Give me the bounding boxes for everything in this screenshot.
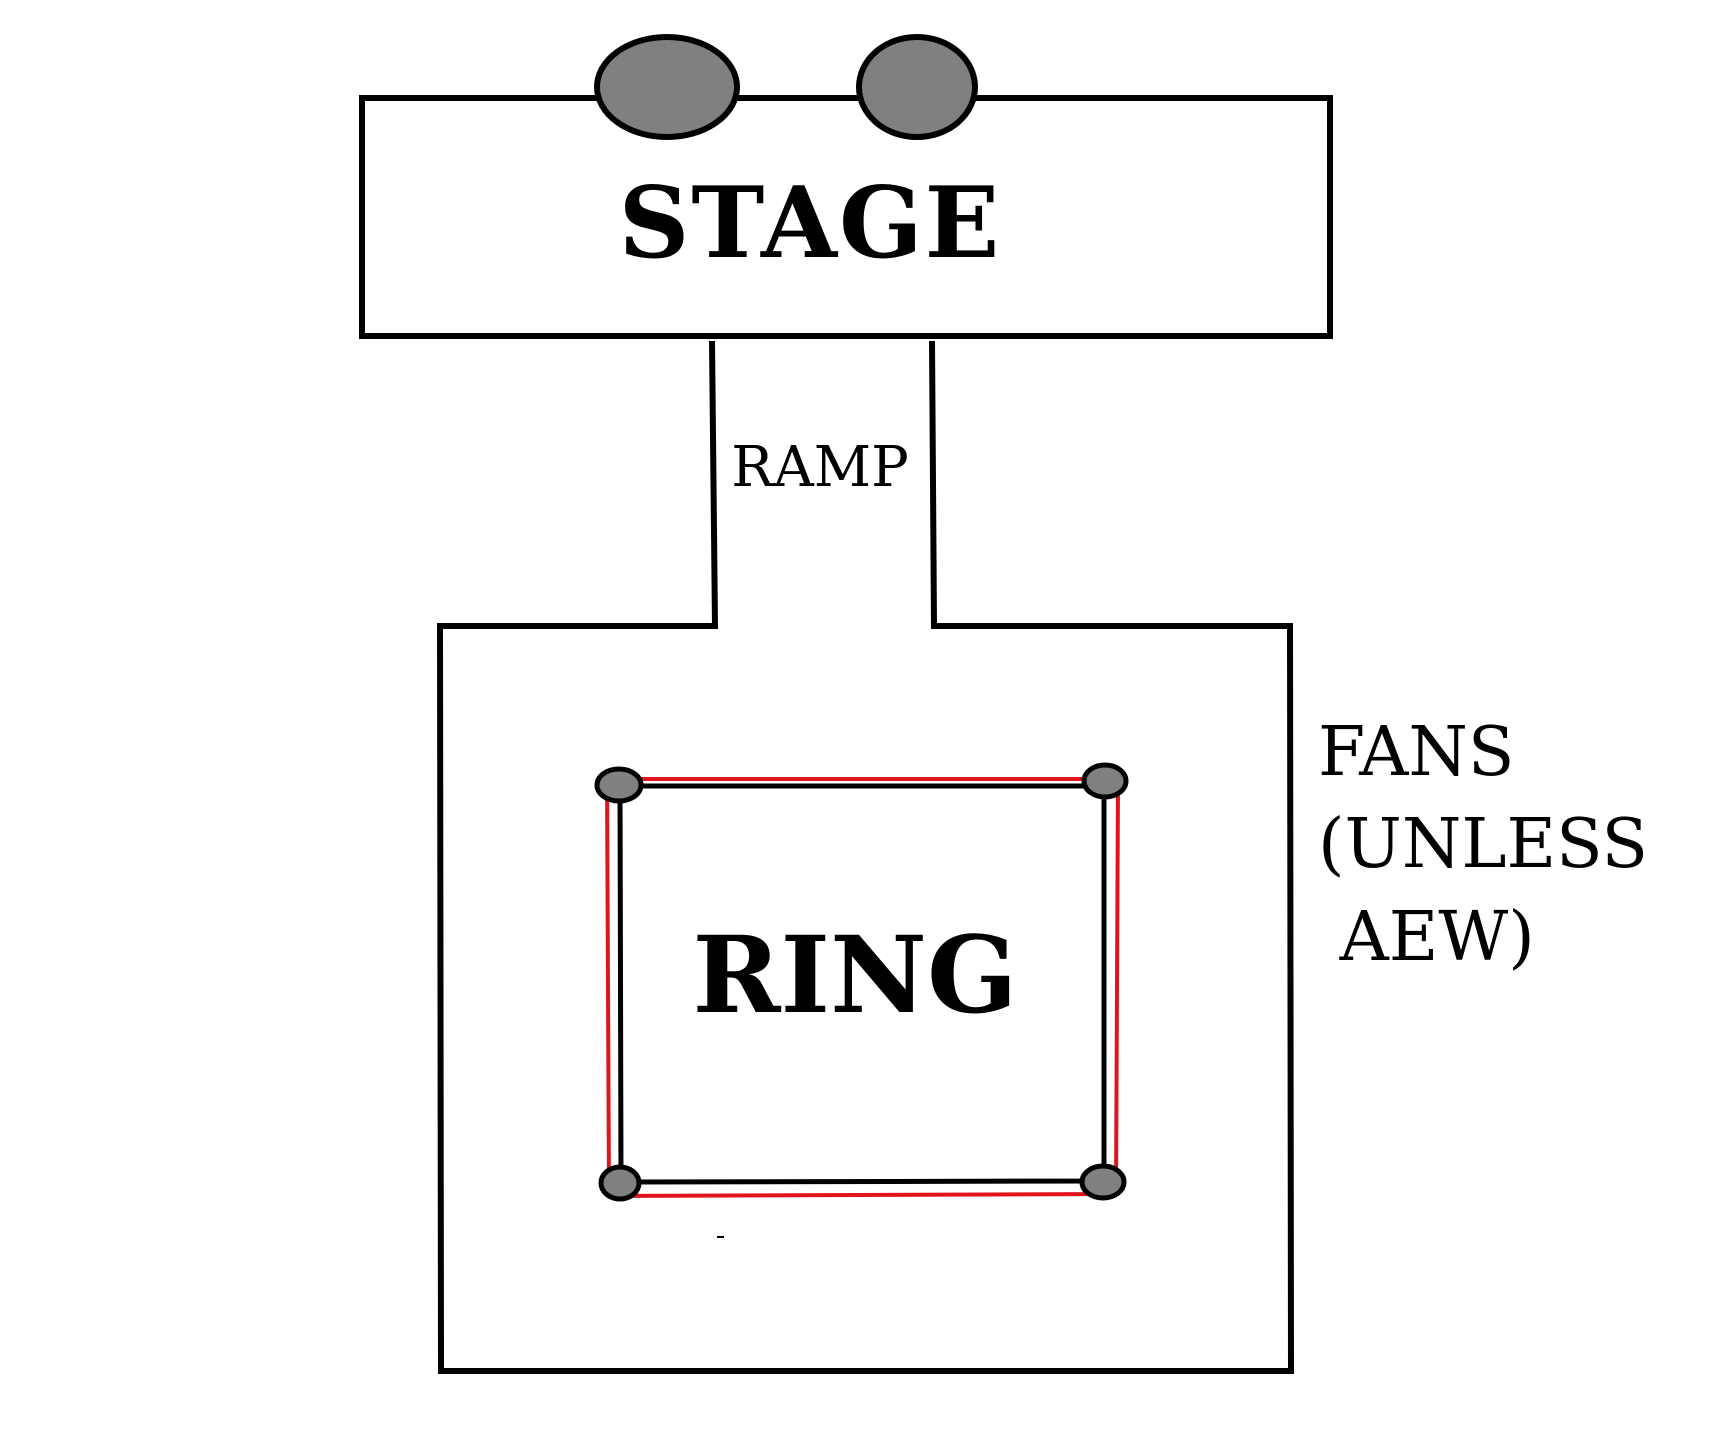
stray-mark [717,1236,724,1238]
stage: STAGE [359,34,1333,339]
ring: RING [594,762,1129,1238]
fans-line-1: FANS [1318,713,1514,792]
fans-line-2: (UNLESS [1318,805,1648,884]
stage-label: STAGE [619,166,1002,281]
stage-box [359,95,1333,339]
ring-post-top-left [594,766,644,804]
ring-post-bottom-left [598,1164,642,1202]
floor-outline [436,340,1295,1374]
stage-light-left [594,34,740,140]
stage-light-right [856,34,978,140]
fans-line-3: AEW) [1318,898,1535,977]
ring-post-top-right [1081,762,1129,800]
fans-note: FANS (UNLESS AEW) [1318,713,1648,977]
ring-post-bottom-right [1079,1163,1127,1201]
ramp-label: RAMP [731,435,909,500]
ring-label: RING [692,912,1017,1037]
ramp-and-floor: RAMP [436,340,1295,1374]
